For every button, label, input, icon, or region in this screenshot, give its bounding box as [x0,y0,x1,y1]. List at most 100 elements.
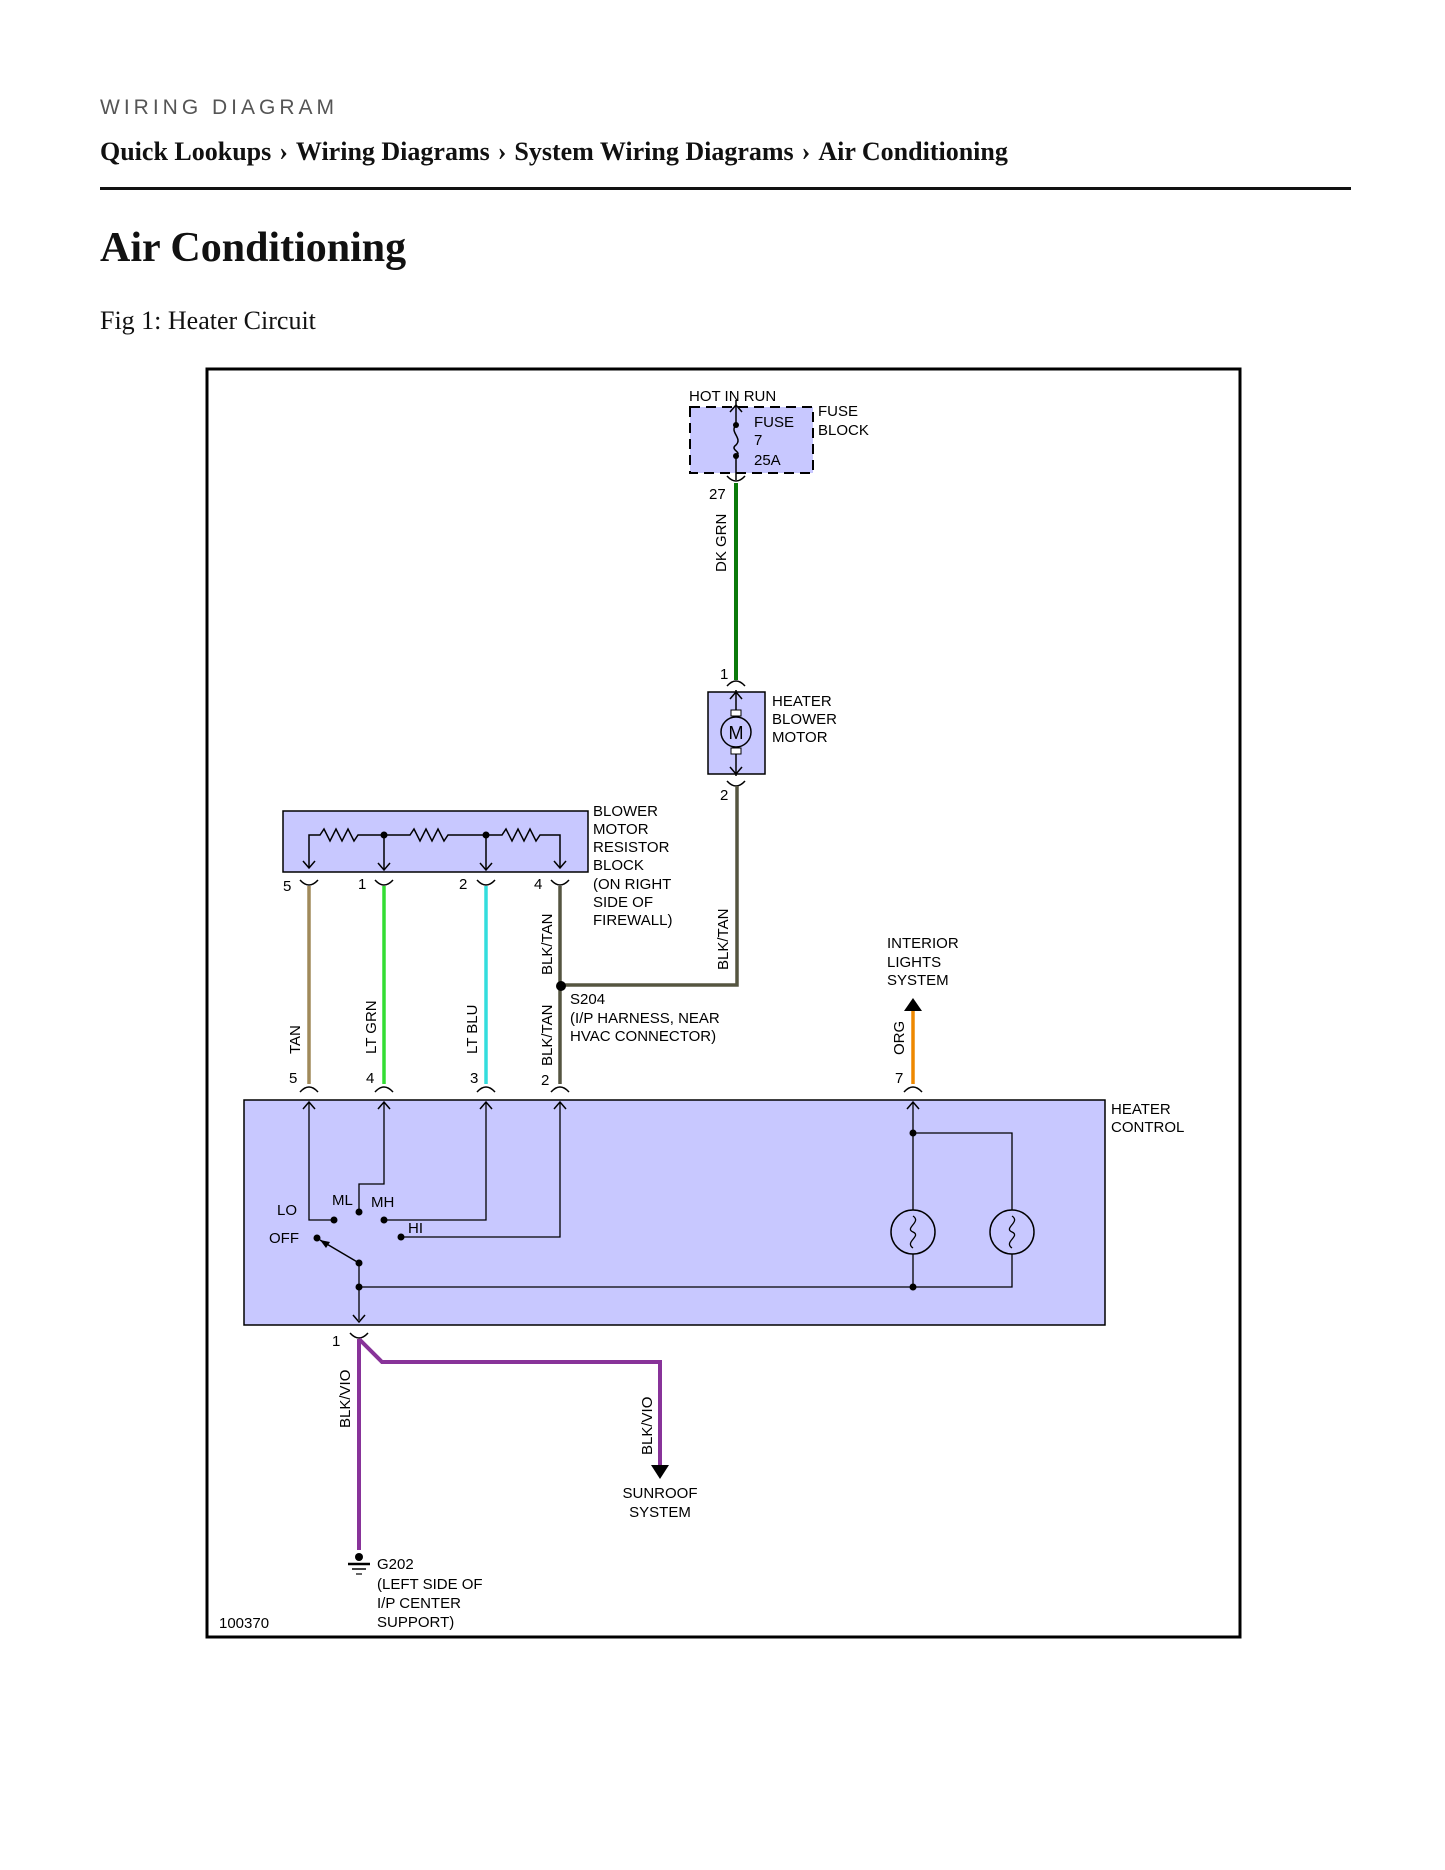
heater-control-label-line1: HEATER [1111,1101,1171,1118]
breadcrumb-separator: › [279,137,288,166]
breadcrumb-system-wiring-diagrams[interactable]: System Wiring Diagrams [514,137,794,166]
breadcrumb-quick-lookups[interactable]: Quick Lookups [100,137,272,166]
figure-caption: Fig 1: Heater Circuit [100,306,316,335]
wire-label-dk-grn: DK GRN [713,514,730,572]
wire-label-blk-tan-lower: BLK/TAN [539,1005,556,1066]
hot-in-run-label: HOT IN RUN [689,388,776,405]
wire-label-tan: TAN [287,1025,304,1054]
switch-pos-lo: LO [277,1202,297,1219]
heater-blower-motor: 1 M 2 HEATER BLOWER MOTOR [707,666,837,804]
wire-label-org: ORG [891,1021,908,1055]
heater-control-box [243,1099,1106,1326]
breadcrumb-wiring-diagrams[interactable]: Wiring Diagrams [295,137,490,166]
sunroof-label-line1: SUNROOF [623,1485,698,1502]
resistor-label-line6: SIDE OF [593,894,653,911]
fuse-rating: 25A [754,452,781,469]
contact-hi [397,1233,405,1241]
interior-lights-label-line2: LIGHTS [887,954,941,971]
pin-control-1: 1 [332,1333,340,1350]
circuit-mh [384,1102,487,1221]
resistor-label-line2: MOTOR [593,821,649,838]
blower-motor-label-line2: BLOWER [772,711,837,728]
splice-dot [556,981,566,991]
resistor-label-line4: BLOCK [593,857,644,874]
blower-motor-label-line3: MOTOR [772,729,828,746]
ground-label-line4: SUPPORT) [377,1614,454,1631]
pin-control-3: 3 [470,1070,478,1087]
resistor-label-line7: FIREWALL) [593,912,672,929]
pin-motor-1: 1 [720,666,728,683]
fuse-label: FUSE [754,414,794,431]
fuse-block: HOT IN RUN FUSE 7 25A FUSE BLOCK 27 [689,388,869,503]
splice-label-line1: S204 [570,991,605,1008]
sunroof-system: SUNROOF SYSTEM [623,1465,698,1521]
switch-pos-hi: HI [408,1220,423,1237]
connector-27 [726,475,746,482]
header-divider [100,187,1351,190]
ground-label-line1: G202 [377,1556,414,1573]
splice-label-line2: (I/P HARNESS, NEAR [570,1010,720,1027]
breadcrumb-air-conditioning[interactable]: Air Conditioning [818,137,1008,166]
interior-lights-system: INTERIOR LIGHTS SYSTEM [887,935,959,1011]
wire-label-blk-vio-sunroof: BLK/VIO [639,1397,656,1455]
pin-resistor-4: 4 [534,876,542,893]
wire-label-blk-tan-upper: BLK/TAN [539,914,556,975]
wire-label-lt-grn: LT GRN [363,1000,380,1054]
breadcrumb: Quick Lookups›Wiring Diagrams›System Wir… [100,137,1008,167]
heater-control-connectors: 5 4 3 2 7 [289,1070,923,1093]
circuit-ml [358,1102,385,1212]
motor-symbol-letter: M [729,723,744,743]
sunroof-label-line2: SYSTEM [629,1504,691,1521]
ground-g202: G202 (LEFT SIDE OF I/P CENTER SUPPORT) [348,1553,483,1631]
section-eyebrow: WIRING DIAGRAM [100,96,338,119]
pin-resistor-2: 2 [459,876,467,893]
circuit-hi [401,1102,561,1238]
breadcrumb-separator: › [801,137,811,166]
wire-label-lt-blu: LT BLU [464,1005,481,1054]
diagram-frame [205,367,1242,1639]
arrow-down-icon [651,1465,669,1479]
wire-label-blk-tan-motor: BLK/TAN [715,909,732,970]
interior-lights-label-line3: SYSTEM [887,972,949,989]
resistor-label-line3: RESISTOR [593,839,670,856]
pin-resistor-1: 1 [358,876,366,893]
motor-symbol [720,716,752,748]
pin-motor-2: 2 [720,787,728,804]
blower-motor-resistor-block: 5 1 2 4 BLOWER MOTOR RESISTOR BLOCK (ON … [282,803,672,929]
switch-pos-mh: MH [371,1194,394,1211]
ground-label-line2: (LEFT SIDE OF [377,1576,483,1593]
connector-motor-2 [726,780,746,787]
contact-lo [330,1216,338,1224]
heater-control-label-line2: CONTROL [1111,1119,1184,1136]
connector-motor-1 [726,680,746,687]
resistor-3 [486,827,561,868]
pin-resistor-5: 5 [283,878,291,895]
wire-blk-vio-sunroof [357,1337,662,1466]
pin-27: 27 [709,486,726,503]
fuse-element [733,424,739,457]
pin-control-5: 5 [289,1070,297,1087]
contact-off [313,1234,321,1242]
pin-control-2: 2 [541,1072,549,1089]
switch-pos-off: OFF [269,1230,299,1247]
resistor-block-box [282,810,589,873]
wire-blk-tan-motor [562,786,739,987]
heater-control: HEATER CONTROL LO ML MH HI OFF [243,1099,1184,1326]
fuse-block-label-line1: FUSE [818,403,858,420]
resistor-2 [384,827,486,843]
wire-label-blk-vio-ground: BLK/VIO [337,1370,354,1428]
fuse-number: 7 [754,432,762,449]
arrow-up-icon [904,998,922,1011]
contact-mh [380,1216,388,1224]
fuse-block-label-line2: BLOCK [818,422,869,439]
resistor-label-line1: BLOWER [593,803,658,820]
contact-ml [355,1208,363,1216]
resistor-1 [308,827,384,868]
ground-label-line3: I/P CENTER [377,1595,461,1612]
splice-label-line3: HVAC CONNECTOR) [570,1028,716,1045]
switch-pos-ml: ML [332,1192,353,1209]
figure-id-code: 100370 [219,1615,269,1632]
breadcrumb-separator: › [497,137,507,166]
pin-control-4: 4 [366,1070,374,1087]
